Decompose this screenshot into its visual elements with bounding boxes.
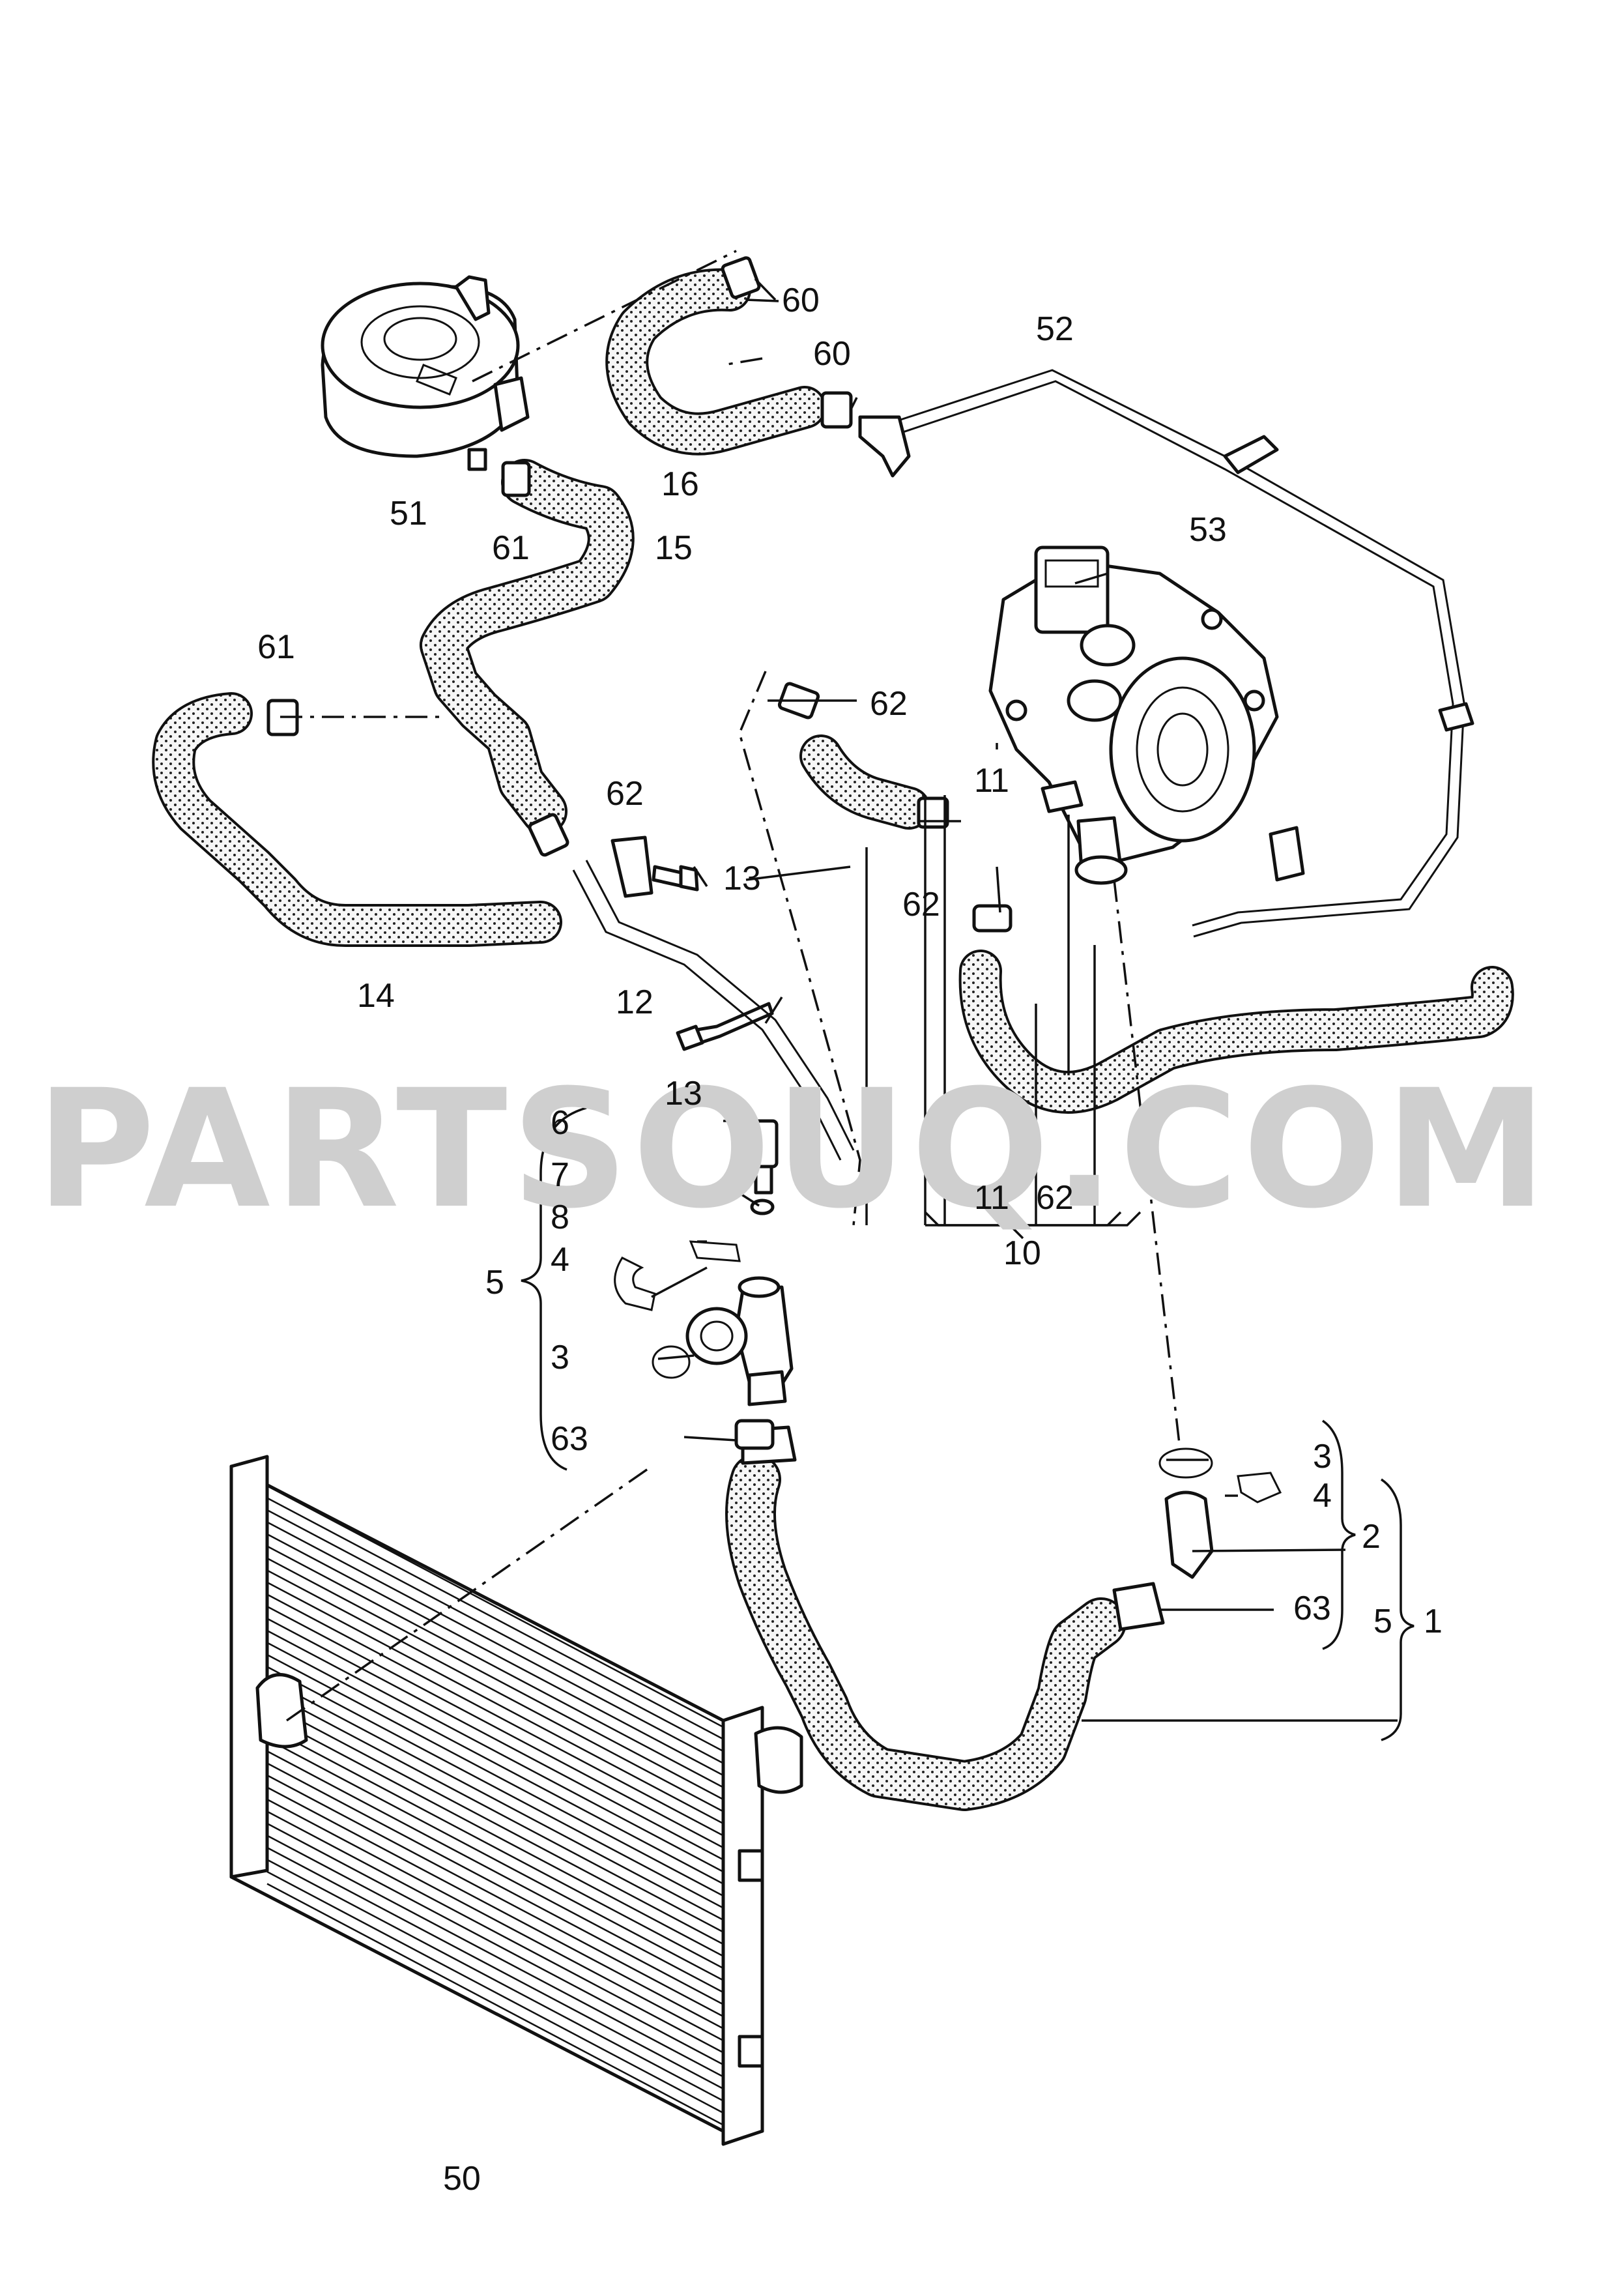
callout-12: 12 <box>616 983 654 1021</box>
radiator-fin <box>266 1569 724 1812</box>
right-hose-connector-assembly <box>1112 1447 1282 1631</box>
hose-clamps <box>266 256 1013 1450</box>
hose-connector-assembly <box>614 1119 797 1465</box>
hose-lower-long <box>961 952 1512 1111</box>
callout-10: 10 <box>1003 1234 1041 1272</box>
radiator-fin <box>266 1545 724 1788</box>
callout-63: 63 <box>551 1420 588 1458</box>
radiator-fin <box>266 1859 724 2102</box>
radiator-fin <box>266 1846 724 2090</box>
callout-4: 4 <box>1313 1477 1332 1515</box>
radiator-fin <box>266 1642 724 1885</box>
radiator-fin <box>266 1702 724 1945</box>
radiator-fin <box>266 1726 724 1969</box>
radiator-fin <box>266 1762 724 2005</box>
callout-62: 62 <box>1036 1179 1074 1217</box>
callout-50: 50 <box>443 2160 481 2198</box>
radiator-fin <box>266 1653 724 1897</box>
callout-1: 1 <box>1424 1603 1443 1640</box>
hose-15 <box>422 461 632 832</box>
radiator-fin <box>266 1593 724 1837</box>
callout-51: 51 <box>390 495 427 532</box>
coolant-pipe <box>858 369 1474 938</box>
hose-14 <box>154 695 560 944</box>
radiator-fin <box>266 1750 724 1994</box>
callout-4: 4 <box>551 1241 569 1279</box>
radiator-fin <box>266 1690 724 1933</box>
callout-62: 62 <box>606 775 644 813</box>
callout-14: 14 <box>357 977 395 1015</box>
hose-16 <box>608 270 824 453</box>
callout-11: 11 <box>974 1179 1009 1217</box>
radiator-fin <box>266 1629 724 1873</box>
callout-11: 11 <box>974 762 1009 800</box>
radiator-fin <box>266 1786 724 2029</box>
radiator-fin <box>266 1798 724 2042</box>
radiator-fin <box>266 1835 724 2078</box>
callout-60: 60 <box>813 335 851 373</box>
radiator-fin <box>266 1666 724 1909</box>
radiator-fin <box>266 1810 724 2054</box>
callout-62: 62 <box>870 685 908 723</box>
watermark: PARTSOUQ.COM <box>36 1054 1551 1244</box>
coolant-hoses <box>152 268 1514 1811</box>
metal-coolant-pipe <box>572 836 855 1161</box>
callout-13: 13 <box>665 1075 702 1112</box>
callout-6: 6 <box>551 1104 569 1142</box>
radiator-fin <box>266 1533 724 1777</box>
callout-7: 7 <box>551 1156 569 1194</box>
radiator-fin <box>266 1557 724 1801</box>
radiator-fin <box>266 1714 724 1957</box>
callout-16: 16 <box>661 465 699 503</box>
radiator-fin <box>266 1738 724 1981</box>
radiator-fin <box>266 1521 724 1764</box>
radiator-fin <box>266 1485 724 1728</box>
callout-3: 3 <box>551 1339 569 1376</box>
radiator-fin <box>266 1605 724 1849</box>
radiator-fin <box>266 1497 724 1740</box>
callout-5: 5 <box>1373 1603 1392 1640</box>
callout-5: 5 <box>485 1264 504 1301</box>
radiator-fin <box>266 1774 724 2018</box>
callout-3: 3 <box>1313 1438 1332 1475</box>
radiator-fin <box>266 1883 724 2126</box>
coolant-pump-housing <box>988 545 1279 885</box>
leader-lines <box>280 250 1415 1741</box>
hose-radiator-lower <box>728 1457 1124 1809</box>
radiator-fin <box>266 1870 724 2114</box>
callout-labels: 60 60 52 51 61 15 16 53 61 62 62 11 62 1… <box>257 282 1443 2198</box>
callout-2: 2 <box>1362 1518 1381 1556</box>
callout-8: 8 <box>551 1199 569 1236</box>
callout-62: 62 <box>902 886 940 923</box>
radiator-fins <box>266 1485 724 2126</box>
radiator-fin <box>266 1822 724 2066</box>
radiator-fin <box>266 1678 724 1921</box>
callout-63: 63 <box>1293 1590 1331 1627</box>
callout-60: 60 <box>782 282 820 319</box>
expansion-tank <box>321 275 530 471</box>
callout-53: 53 <box>1189 511 1227 549</box>
callout-13: 13 <box>723 860 761 897</box>
callout-52: 52 <box>1036 310 1074 348</box>
callout-61: 61 <box>492 529 530 567</box>
callout-61: 61 <box>257 628 295 666</box>
radiator-fin <box>266 1581 724 1825</box>
radiator-fin <box>266 1618 724 1861</box>
hose-upper-pump <box>802 737 928 827</box>
callout-15: 15 <box>655 529 693 567</box>
radiator <box>229 1455 803 2146</box>
radiator-fin <box>266 1509 724 1752</box>
